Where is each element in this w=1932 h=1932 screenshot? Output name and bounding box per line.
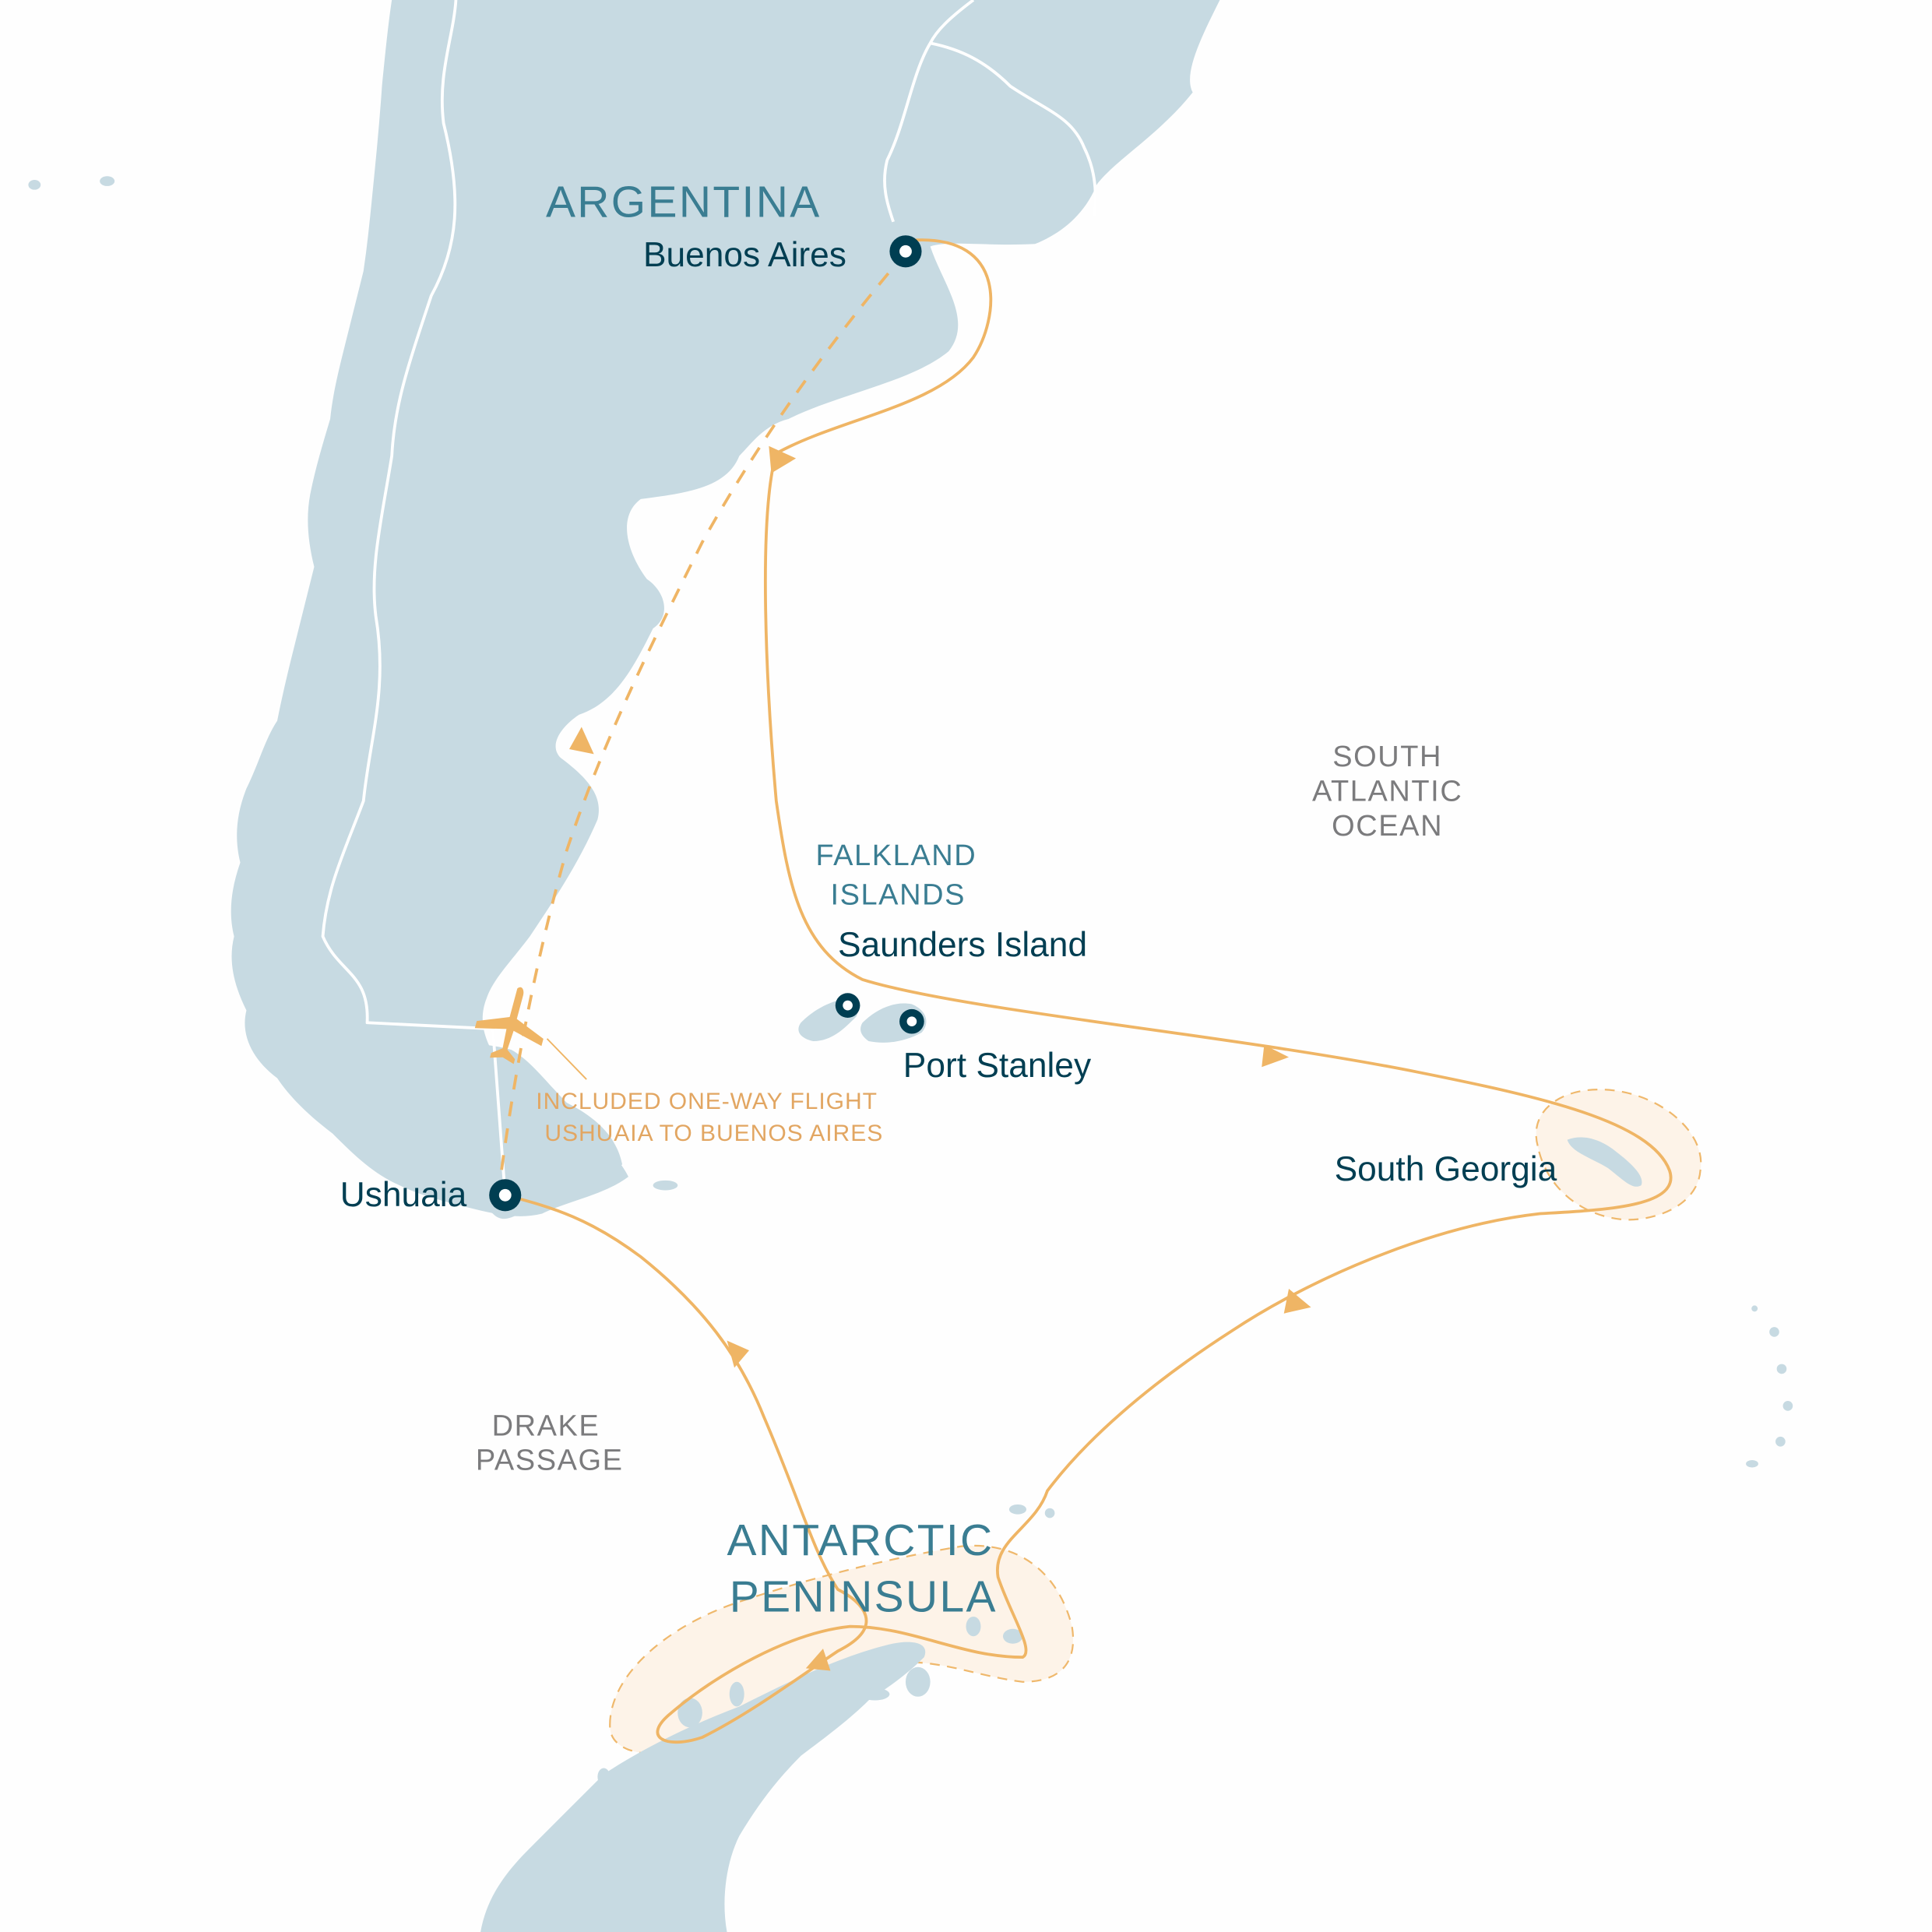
flight-note-line1: INCLUDED ONE-WAY FLIGHT [536,1089,878,1114]
south-sandwich-islands [1746,1305,1793,1468]
flight-note-leader [546,1038,587,1080]
ocean-label-south-atlantic-2: ATLANTIC [1312,775,1462,808]
ocean-label-south-atlantic-3: OCEAN [1332,810,1443,843]
ocean-label-drake-1: DRAKE [492,1409,600,1442]
south-america-land [28,0,1220,1219]
antarctic-peninsula-land [480,1504,1055,1932]
region-label-falkland-1: FALKLAND [815,839,977,872]
ocean-label-south-atlantic-1: SOUTH [1332,741,1442,773]
port-marker-buenos-aires[interactable] [889,235,922,268]
south-georgia-land [1567,1137,1642,1187]
flight-note-line2: USHUAIA TO BUENOS AIRES [544,1121,883,1146]
place-label-port-stanley[interactable]: Port Stanley [903,1047,1092,1085]
port-marker-ushuaia[interactable] [489,1179,522,1212]
port-marker-saunders-island[interactable] [835,993,860,1018]
region-label-argentina: ARGENTINA [546,177,822,227]
place-label-saunders-island[interactable]: Saunders Island [838,926,1087,964]
ship-route [503,238,1673,1744]
place-label-ushuaia[interactable]: Ushuaia [340,1176,467,1214]
country-borders [321,0,1097,1195]
flight-route [497,252,907,1190]
ocean-label-drake-2: PASSAGE [476,1445,624,1477]
region-label-antarctic-2: PENINSULA [730,1572,998,1622]
port-marker-port-stanley[interactable] [899,1008,924,1034]
region-label-falkland-2: ISLANDS [830,878,966,911]
route-arrow-icon [569,445,1311,1671]
place-label-buenos-aires[interactable]: Buenos Aires [643,236,846,274]
region-label-antarctic-1: ANTARCTIC [727,1515,994,1565]
airplane-icon [474,987,544,1065]
place-label-south-georgia[interactable]: South Georgia [1335,1150,1557,1188]
